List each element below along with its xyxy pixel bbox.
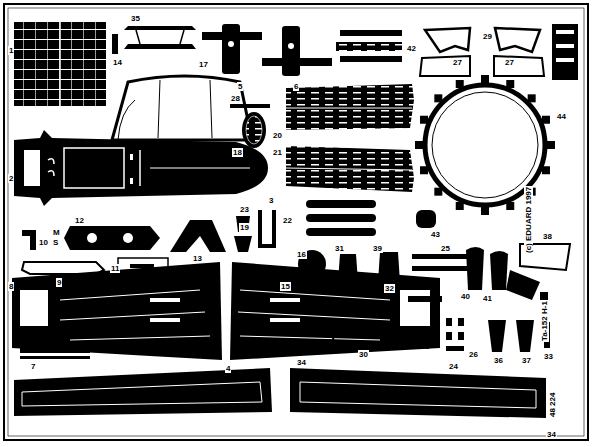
callout-number: (c) EDUARD 1997 xyxy=(524,186,533,254)
callout-number: 26 xyxy=(468,350,479,359)
callout-number: 48 224 xyxy=(548,392,557,418)
callout-number: 15 xyxy=(280,282,291,291)
callout-number: 34 xyxy=(546,430,557,439)
ring-tab xyxy=(481,75,489,83)
ring-tab xyxy=(542,116,550,124)
callout-number: 4 xyxy=(225,364,231,373)
ring-tab xyxy=(456,80,464,88)
callout-number: Ta-152 H-1 xyxy=(540,300,549,342)
callout-number: 34 xyxy=(296,358,307,367)
callout-number: 7 xyxy=(30,362,36,371)
callout-number: 25 xyxy=(440,244,451,253)
callout-number: 3 xyxy=(268,196,274,205)
ring-tab xyxy=(434,94,442,102)
callout-number: 16 xyxy=(296,250,307,259)
callout-number: 31 xyxy=(334,244,345,253)
callout-number: 22 xyxy=(282,216,293,225)
ring-tab xyxy=(415,141,423,149)
ring-tab xyxy=(506,80,514,88)
callout-number: 39 xyxy=(372,244,383,253)
callout-number: 35 xyxy=(130,14,141,23)
callout-number: 41 xyxy=(482,294,493,303)
callout-number: 37 xyxy=(521,356,532,365)
ring-part xyxy=(415,75,555,215)
callout-number: 5 xyxy=(237,82,243,91)
callout-number: 36 xyxy=(493,356,504,365)
callout-number: 18 xyxy=(232,148,243,157)
ring-tab xyxy=(528,94,536,102)
callout-number: 17 xyxy=(198,60,209,69)
callout-number: 11 xyxy=(110,264,120,273)
ring-tab xyxy=(506,202,514,210)
callout-number: 2 xyxy=(8,174,14,183)
callout-number: S xyxy=(52,238,59,247)
callout-number: 38 xyxy=(542,232,553,241)
callout-number: 44 xyxy=(556,112,567,121)
callout-number: 33 xyxy=(543,352,554,361)
callout-number: 27 xyxy=(504,58,515,67)
ring-tab xyxy=(434,188,442,196)
callout-number: 29 xyxy=(482,32,493,41)
callout-number: 14 xyxy=(112,58,123,67)
callout-number: 10 xyxy=(38,238,49,247)
callout-number: 1 xyxy=(8,46,14,55)
callout-number: 28 xyxy=(230,94,241,103)
callout-number: 21 xyxy=(272,148,283,157)
callout-number: 20 xyxy=(272,131,283,140)
callout-number: 23 xyxy=(239,205,250,214)
callout-number: 40 xyxy=(460,292,471,301)
callout-number: 9 xyxy=(56,278,62,287)
callout-number: 32 xyxy=(384,284,395,293)
callout-number: 13 xyxy=(192,254,203,263)
ring-tab xyxy=(420,166,428,174)
callout-number: 43 xyxy=(430,230,441,239)
ring-tab xyxy=(420,116,428,124)
callout-number: 6 xyxy=(293,82,299,91)
callout-number: 24 xyxy=(448,362,459,371)
ring-tab xyxy=(481,207,489,215)
callout-number: 19 xyxy=(239,223,250,232)
ring-tab xyxy=(542,166,550,174)
callout-number: 27 xyxy=(452,58,463,67)
callout-number: M xyxy=(52,228,61,237)
callout-number: 8 xyxy=(8,282,14,291)
callout-number: 12 xyxy=(74,216,85,225)
ring-tab xyxy=(547,141,555,149)
callout-number: 30 xyxy=(358,350,369,359)
ring-tab xyxy=(456,202,464,210)
callout-number: 42 xyxy=(406,44,417,53)
